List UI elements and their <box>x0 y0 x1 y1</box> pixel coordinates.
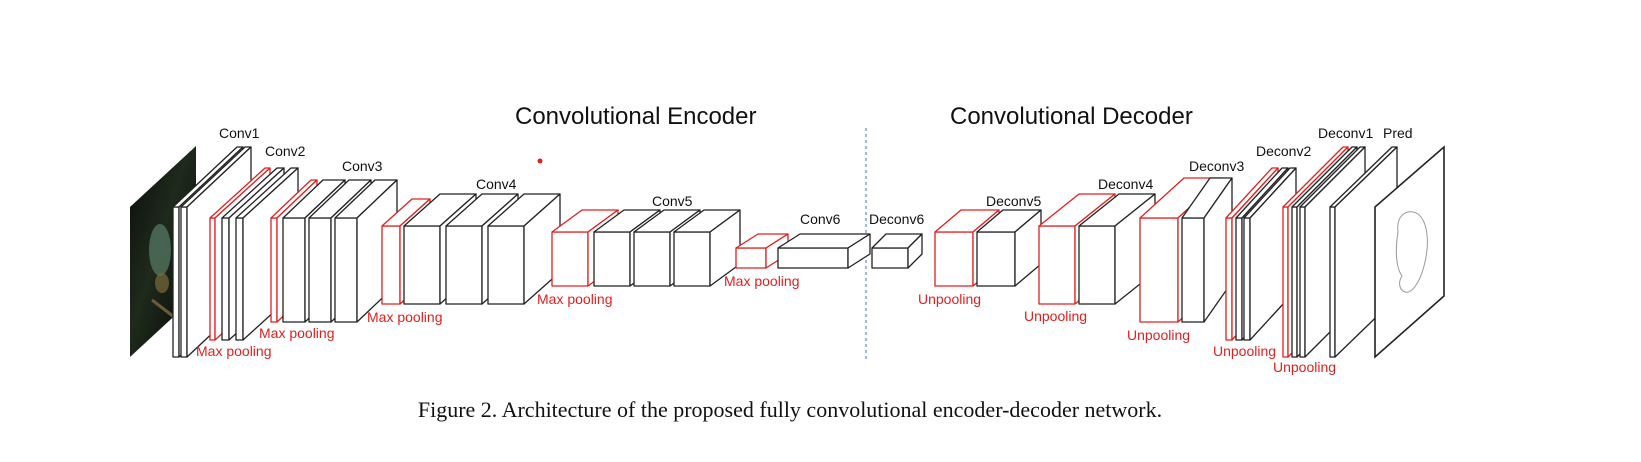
conv6-layer <box>777 233 871 269</box>
label-conv2: Conv2 <box>265 143 306 159</box>
label-unpooling-1: Unpooling <box>918 291 981 307</box>
conv4-layer-c <box>487 193 561 305</box>
label-conv5: Conv5 <box>652 193 693 209</box>
deconv6-layer <box>871 233 923 269</box>
label-max-pooling-2: Max pooling <box>259 325 335 341</box>
label-unpooling-3: Unpooling <box>1127 327 1190 343</box>
label-deconv1: Deconv1 <box>1318 125 1373 141</box>
deconv5-layer <box>976 209 1042 287</box>
label-conv4: Conv4 <box>476 176 517 192</box>
label-max-pooling-1: Max pooling <box>196 343 272 359</box>
encoder-blocks <box>172 146 871 358</box>
encoder-title: Convolutional Encoder <box>515 103 757 130</box>
label-max-pooling-3: Max pooling <box>367 309 443 325</box>
decoder-blocks <box>871 146 1398 358</box>
label-unpooling-4: Unpooling <box>1213 343 1276 359</box>
conv5-layer-c <box>673 209 741 287</box>
red-dot <box>537 158 543 164</box>
label-pred: Pred <box>1383 125 1413 141</box>
label-deconv2: Deconv2 <box>1256 143 1311 159</box>
deconv3-layer <box>1181 177 1233 323</box>
label-deconv5: Deconv5 <box>986 193 1041 209</box>
figure-caption: Figure 2. Architecture of the proposed f… <box>417 397 1163 422</box>
prediction-map <box>1374 145 1445 359</box>
label-max-pooling-4: Max pooling <box>537 291 613 307</box>
label-deconv6: Deconv6 <box>869 211 924 227</box>
label-deconv4: Deconv4 <box>1098 176 1153 192</box>
decoder-title: Convolutional Decoder <box>950 103 1193 130</box>
label-conv6: Conv6 <box>800 211 841 227</box>
label-max-pooling-5: Max pooling <box>724 273 800 289</box>
label-unpooling-5: Unpooling <box>1273 359 1336 375</box>
label-unpooling-2: Unpooling <box>1024 308 1087 324</box>
label-conv3: Conv3 <box>342 158 383 174</box>
label-deconv3: Deconv3 <box>1189 158 1244 174</box>
label-conv1: Conv1 <box>219 125 260 141</box>
